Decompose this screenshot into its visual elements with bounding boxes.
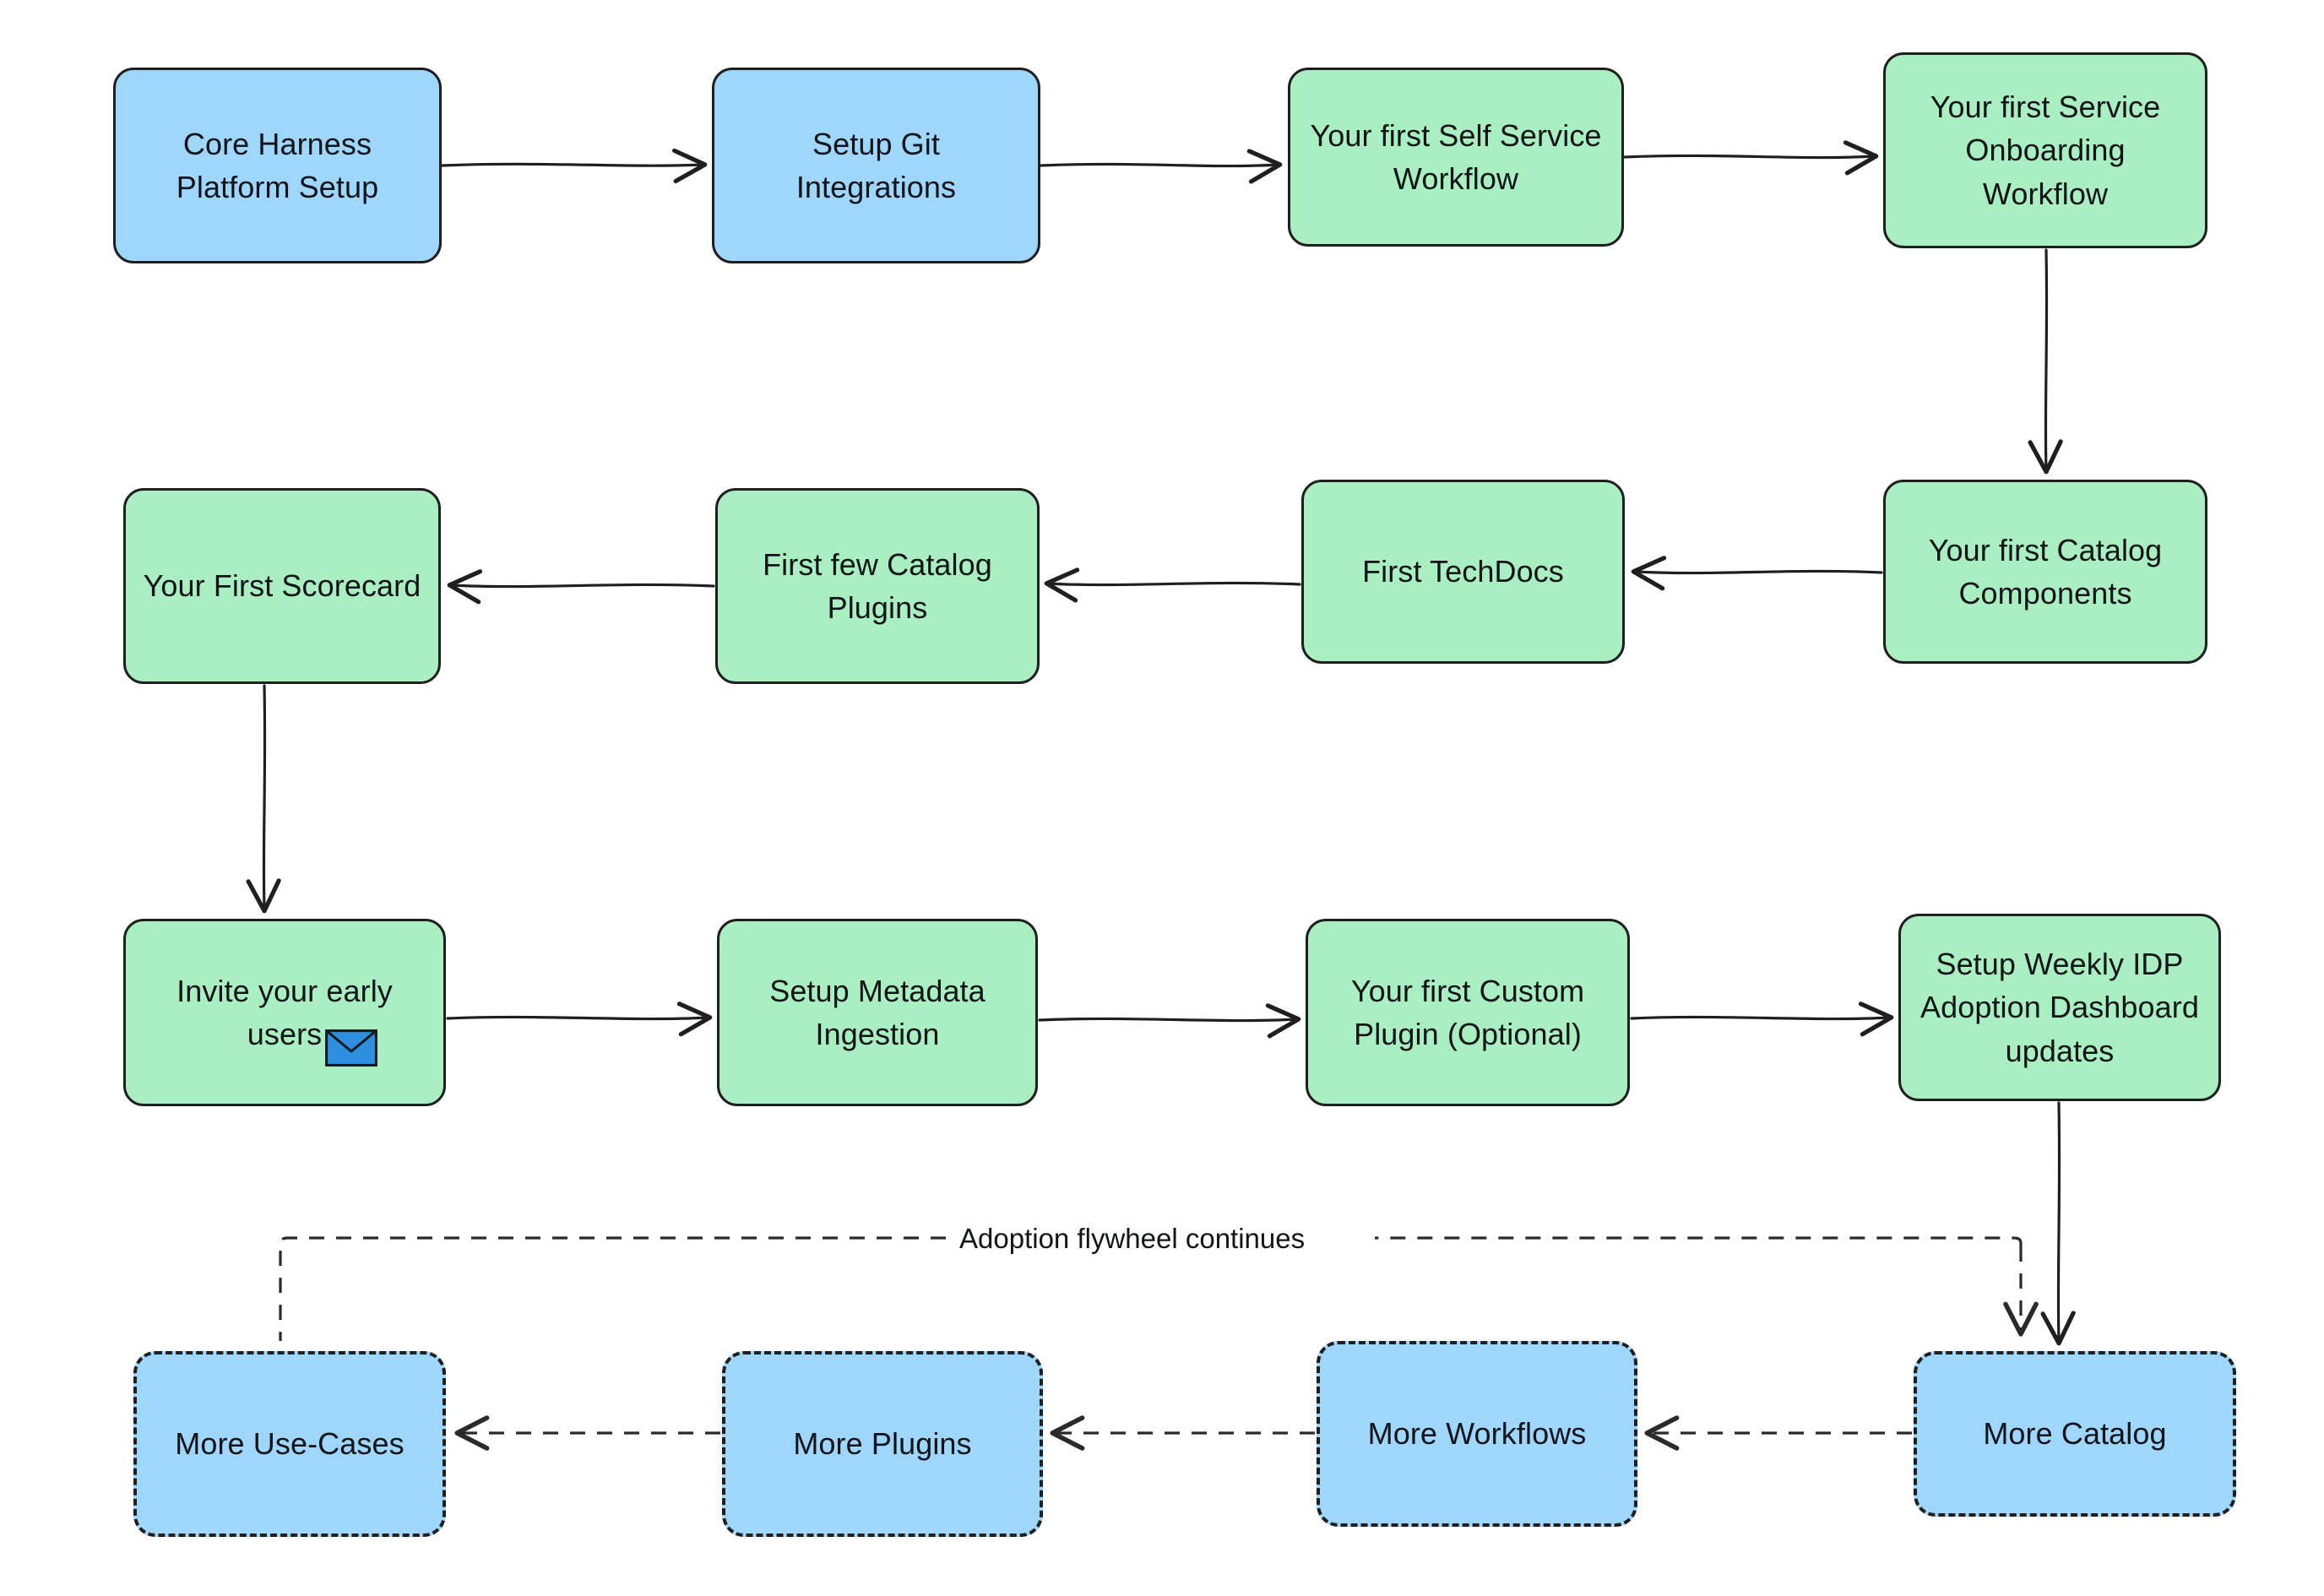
envelope-icon (325, 1029, 377, 1067)
edge-weeklyidp-to-morecatalog (2040, 1101, 2076, 1346)
edge-metadata-to-customplugin (1038, 1003, 1301, 1039)
node-your-first-scorecard[interactable]: Your First Scorecard (123, 488, 441, 684)
node-label-more-plugins: More Plugins (793, 1426, 972, 1462)
edge-label-adoption-flywheel: Adoption flywheel continues (949, 1221, 1316, 1256)
edge-core-to-git (441, 148, 708, 184)
node-more-workflows[interactable]: More Workflows (1317, 1341, 1637, 1527)
node-label-more-use-cases: More Use-Cases (175, 1426, 405, 1462)
edge-flywheel-left-horizontal (279, 1236, 946, 1341)
node-label-more-catalog: More Catalog (1983, 1416, 2167, 1452)
node-label-more-workflows: More Workflows (1367, 1416, 1587, 1452)
node-first-techdocs[interactable]: First TechDocs (1301, 480, 1625, 664)
node-label-first-techdocs: First TechDocs (1362, 554, 1564, 589)
node-more-catalog[interactable]: More Catalog (1914, 1351, 2236, 1517)
edge-selfservice-to-onboarding (1623, 140, 1879, 176)
edge-customplugin-to-weeklyidp (1630, 1002, 1894, 1037)
edge-catalogplugins-to-scorecard (447, 569, 715, 605)
node-label-your-first-scorecard: Your First Scorecard (143, 568, 421, 604)
edge-onboarding-to-catalogcomponents (2028, 248, 2063, 475)
edge-techdocs-to-catalogplugins (1044, 567, 1301, 603)
edge-catalogcomponents-to-techdocs (1631, 556, 1883, 591)
edge-flywheel-right-horizontal (1375, 1236, 2023, 1246)
edge-git-to-selfservice (1040, 149, 1283, 184)
edge-invite-to-metadata (446, 1002, 713, 1037)
node-more-plugins[interactable]: More Plugins (722, 1351, 1043, 1537)
node-more-use-cases[interactable]: More Use-Cases (133, 1351, 446, 1537)
edge-scorecard-to-invite (246, 684, 281, 914)
